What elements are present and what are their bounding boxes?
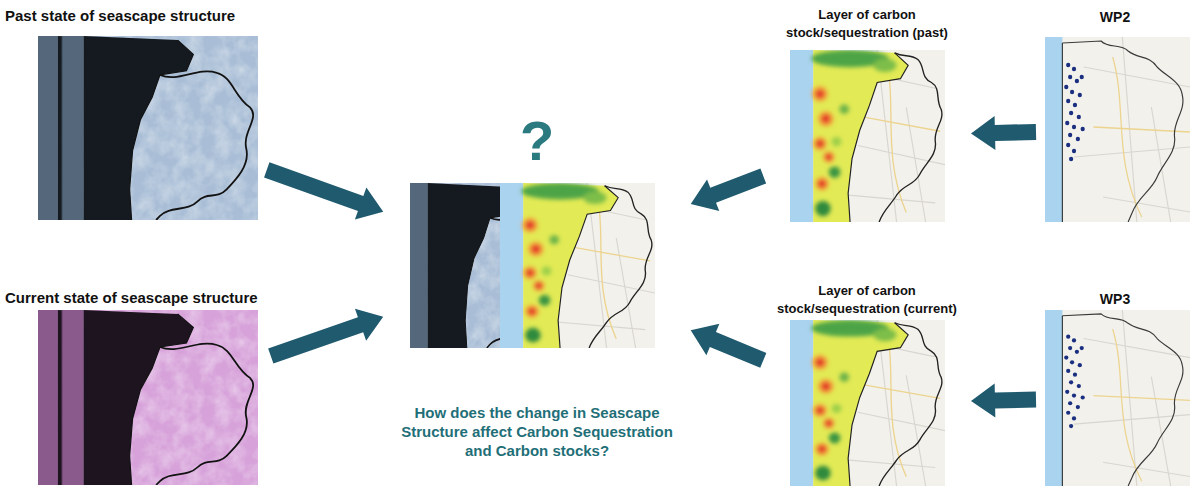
carbon-map <box>500 183 655 348</box>
sampling-map <box>1045 310 1190 486</box>
map-panel: Layer of carbon stock/sequestration (cur… <box>767 282 967 486</box>
question-text: How does the change in Seascape Structur… <box>397 403 677 460</box>
sampling-map <box>1045 37 1190 222</box>
block-arrow <box>691 324 767 368</box>
block-arrow <box>268 309 383 364</box>
question-panel: ? How does the change in Seascape Structu… <box>387 112 687 460</box>
panel-heading: Past state of seascape structure <box>5 6 263 26</box>
work-package-label: WP2 <box>1040 8 1190 27</box>
block-arrow <box>971 116 1036 150</box>
map-panel: Past state of seascape structure <box>5 6 263 222</box>
block-arrow <box>691 168 766 211</box>
question-mark: ? <box>520 112 554 170</box>
work-package-label: WP3 <box>1040 290 1190 309</box>
map-panel: Current state of seascape structure <box>5 288 267 486</box>
block-arrow <box>971 383 1036 417</box>
carbon-map <box>790 320 945 486</box>
image-edge <box>62 36 63 220</box>
seascape-map <box>62 36 258 220</box>
layer-heading: Layer of carbon stock/sequestration (pas… <box>767 6 967 42</box>
image-edge <box>62 310 63 485</box>
carbon-map <box>790 50 945 222</box>
seascape-map <box>62 310 258 485</box>
map-panel: WP2 <box>1040 8 1190 222</box>
panel-heading: Current state of seascape structure <box>5 288 267 308</box>
block-arrow <box>264 162 383 219</box>
map-panel: Layer of carbon stock/sequestration (pas… <box>767 6 967 222</box>
map-panel: WP3 <box>1040 290 1190 486</box>
layer-heading: Layer of carbon stock/sequestration (cur… <box>767 282 967 318</box>
